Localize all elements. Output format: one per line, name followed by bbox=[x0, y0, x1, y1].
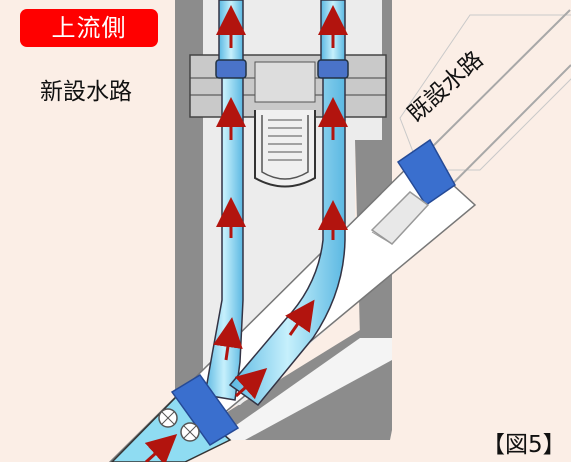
flow-arrow bbox=[144, 433, 178, 462]
new-channel-pipe bbox=[110, 373, 240, 462]
upstream-tag: 上流側 bbox=[20, 9, 158, 47]
figure-number: 【図5】 bbox=[482, 432, 566, 458]
flow-arrow bbox=[285, 299, 315, 336]
flow-arrows bbox=[144, 5, 348, 462]
flow-arrow bbox=[213, 317, 243, 361]
new-channel-label: 新設水路 bbox=[40, 79, 132, 105]
flow-arrow bbox=[234, 367, 268, 400]
